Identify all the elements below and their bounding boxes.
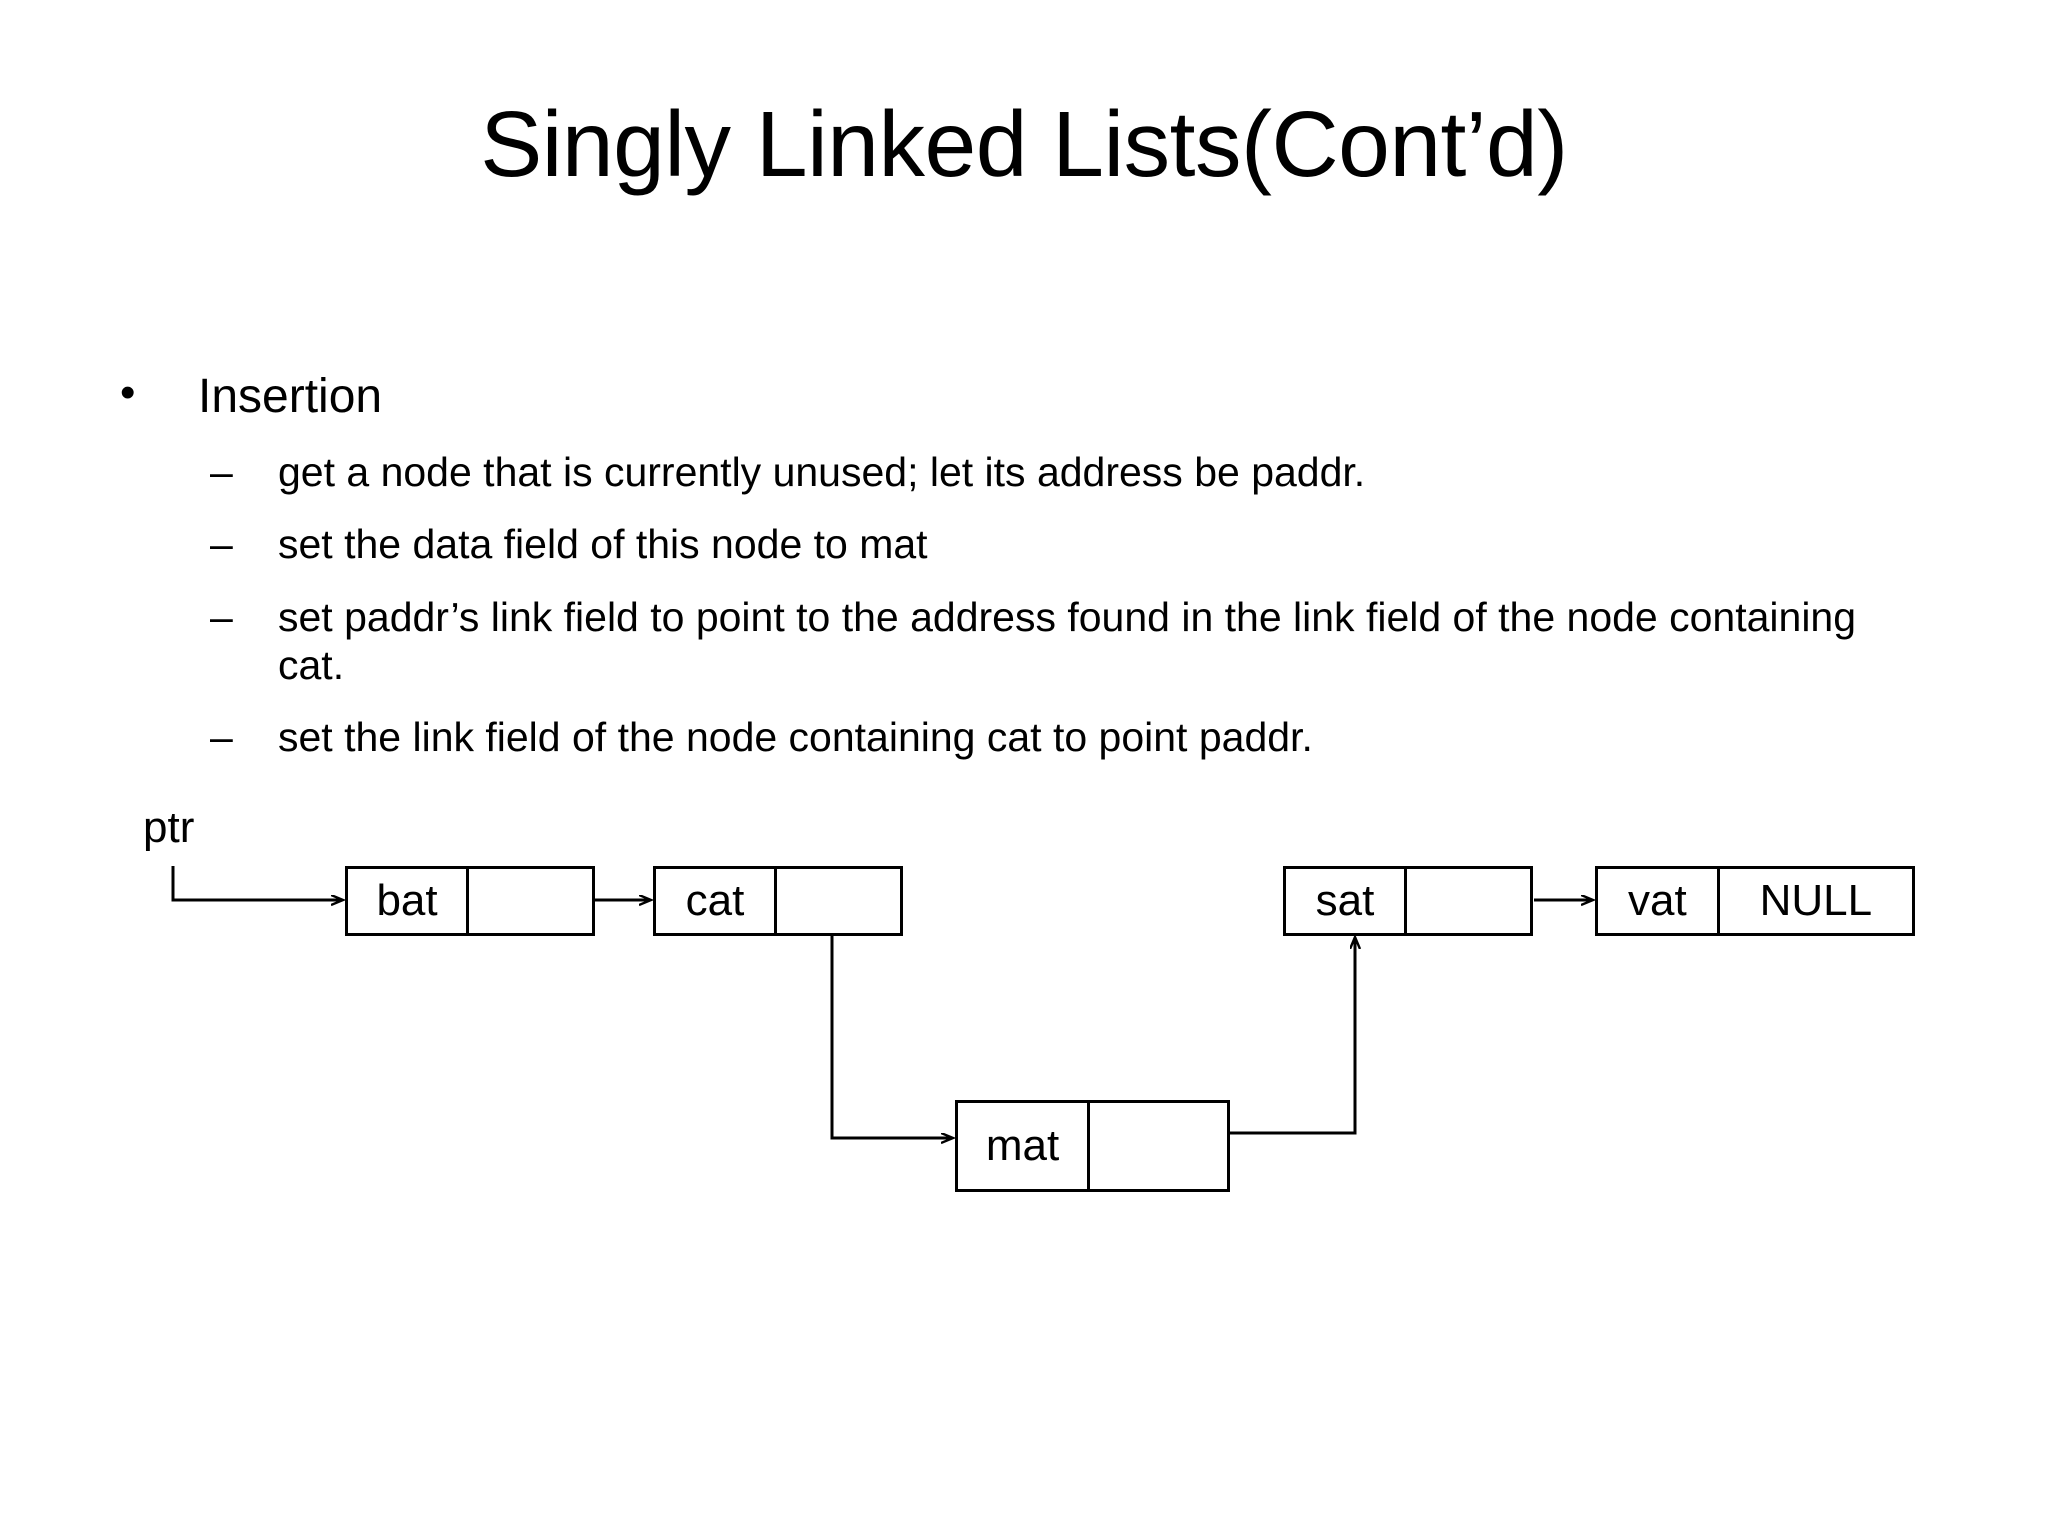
node-link-field [469,869,592,933]
sub-bullet-4-label: set the link field of the node containin… [278,714,1313,761]
bullet-insertion: • Insertion [110,368,1990,424]
edge-mat-to-sat [1178,938,1355,1135]
pointer-label-ptr: ptr [143,803,195,852]
node-data-field: cat [656,869,778,933]
node-link-field [1407,869,1530,933]
sub-bullet-1-label: get a node that is currently unused; let… [278,448,1366,495]
list-node-sat: sat [1283,866,1533,936]
page-title: Singly Linked Lists(Cont’d) [480,92,1568,196]
sub-bullet-2-label: set the data field of this node to mat [278,521,928,568]
sub-bullet-4: – set the link field of the node contain… [110,713,1990,761]
sub-bullet-3: – set paddr’s link field to point to the… [110,593,1990,690]
dash-marker-icon: – [210,593,233,640]
node-link-field [1090,1103,1227,1189]
sub-bullet-3-label: set paddr’s link field to point to the a… [278,593,1857,688]
edge-ptr-to-bat [171,866,342,900]
node-data-field: vat [1598,869,1720,933]
node-link-field: NULL [1759,876,1873,925]
node-data-field: bat [348,869,470,933]
list-node-cat: cat [653,866,903,936]
dash-marker-icon: – [210,521,233,568]
list-node-bat: bat [345,866,595,936]
sub-bullet-1: – get a node that is currently unused; l… [110,448,1990,496]
dash-marker-icon: – [210,448,233,495]
list-node-mat: mat [955,1100,1230,1192]
bullet-marker-icon: • [120,368,136,417]
bullet-list: • Insertion – get a node that is current… [110,368,1990,762]
bullet-insertion-label: Insertion [198,370,383,423]
sub-bullet-2: – set the data field of this node to mat [110,520,1990,568]
dash-marker-icon: – [210,714,233,761]
list-node-vat: vat NULL [1595,866,1915,936]
node-data-field: mat [958,1103,1091,1189]
node-link-field [777,869,900,933]
edge-cat-to-mat [830,895,952,1138]
node-data-field: sat [1286,869,1408,933]
